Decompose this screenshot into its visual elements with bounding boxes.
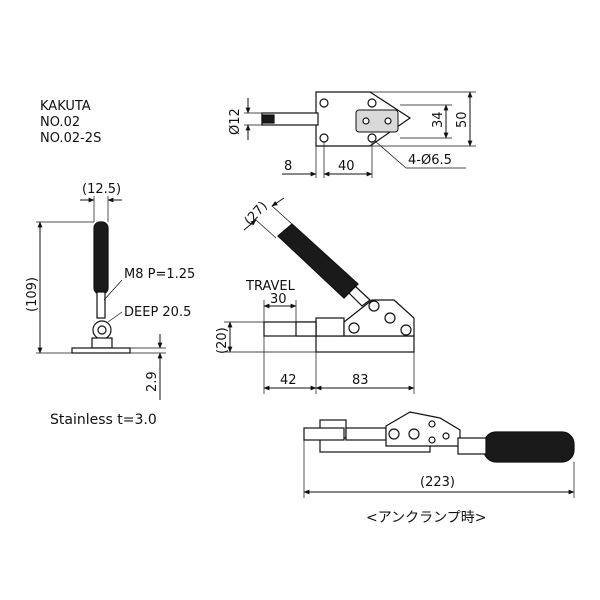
title-block: KAKUTA NO.02 NO.02-2S	[40, 99, 101, 146]
side-base	[71, 347, 131, 354]
material-label: Stainless t=3.0	[50, 412, 157, 428]
top-linkage	[355, 109, 399, 133]
unclamp-caption: <アンクランプ時>	[366, 510, 486, 526]
dim-holes: 4-Ø6.5	[408, 153, 452, 168]
front-guide-block	[315, 317, 345, 337]
top-pivot-2	[384, 117, 392, 125]
front-pivot-2	[368, 300, 380, 312]
top-hole-4	[367, 133, 377, 143]
unclamp-pivot-1	[388, 428, 400, 440]
dim-rod-length: 42	[280, 373, 297, 388]
top-pivot-1	[362, 117, 370, 125]
front-view: (27) TRAVEL 30 (20) 42 83	[215, 197, 415, 394]
depth-label: DEEP 20.5	[124, 305, 191, 320]
unclamp-handle-grip	[483, 431, 575, 463]
unclamped-view: (223) <アンクランプ時>	[303, 411, 575, 526]
top-rod-tip	[261, 114, 275, 124]
unclamp-link-plate	[385, 411, 461, 447]
model-label-1: NO.02	[40, 115, 80, 130]
dim-rod-height: (20)	[215, 327, 230, 354]
front-body	[315, 335, 415, 353]
front-handle-grip	[277, 223, 359, 299]
dim-hole-pitch: 40	[338, 159, 355, 174]
side-handle	[93, 221, 109, 295]
side-pivot-pin	[97, 325, 107, 335]
unclamp-rod-ext	[345, 427, 387, 441]
dim-rod-dia: Ø12	[228, 108, 243, 135]
top-hole-3	[319, 133, 329, 143]
dim-left: 8	[284, 159, 292, 174]
side-view: (12.5) (109) M8 P=1.25 DEEP 20.5 2.9 Sta…	[25, 182, 195, 428]
front-pivot-3	[384, 312, 396, 324]
dim-handle-angle: (27)	[242, 199, 271, 229]
unclamp-pivot-3	[428, 420, 436, 428]
dim-handle-width: (12.5)	[82, 182, 121, 197]
dim-total-length: (223)	[420, 475, 455, 490]
travel-label: TRAVEL	[245, 279, 296, 294]
unclamp-pivot-2	[408, 428, 420, 440]
unclamp-pivot-5	[428, 436, 436, 444]
front-link-plate	[343, 299, 415, 337]
front-pivot-1	[348, 322, 360, 334]
dim-height: (109)	[25, 277, 40, 312]
dim-body-length: 83	[352, 373, 369, 388]
front-rod-collar	[295, 321, 317, 337]
maker-label: KAKUTA	[40, 99, 91, 114]
top-hole-2	[367, 98, 377, 108]
model-label-2: NO.02-2S	[40, 131, 101, 146]
side-body	[91, 337, 113, 349]
top-view: Ø12 34 50 8 40 4-Ø6.5	[228, 91, 476, 178]
unclamp-pivot-4	[442, 432, 450, 440]
dim-width-inner: 34	[431, 111, 446, 128]
unclamp-handle-arm	[457, 437, 487, 455]
thread-label: M8 P=1.25	[124, 267, 195, 282]
top-hole-1	[319, 98, 329, 108]
side-arm	[96, 291, 106, 319]
front-pivot-4	[400, 324, 412, 336]
travel-value: 30	[270, 292, 287, 307]
dim-width-outer: 50	[455, 111, 470, 128]
unclamp-plunger-rod	[303, 427, 345, 441]
dim-base-thick: 2.9	[145, 371, 160, 392]
